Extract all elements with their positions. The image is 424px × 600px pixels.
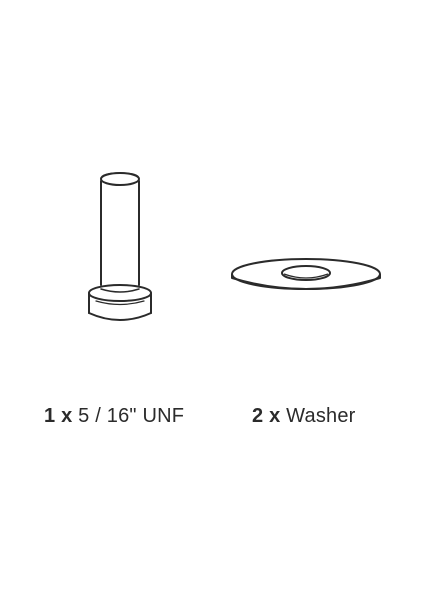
washer-label: 2 x Washer xyxy=(252,403,356,429)
screw-icon xyxy=(80,165,164,325)
washer-quantity: 2 x xyxy=(252,405,281,427)
screw-label: 1 x 5 / 16" UNF xyxy=(44,403,184,429)
screw-quantity: 1 x xyxy=(44,405,73,427)
washer-name: Washer xyxy=(286,405,356,427)
washer-icon xyxy=(226,252,386,298)
screw-name: 5 / 16" UNF xyxy=(78,405,185,427)
